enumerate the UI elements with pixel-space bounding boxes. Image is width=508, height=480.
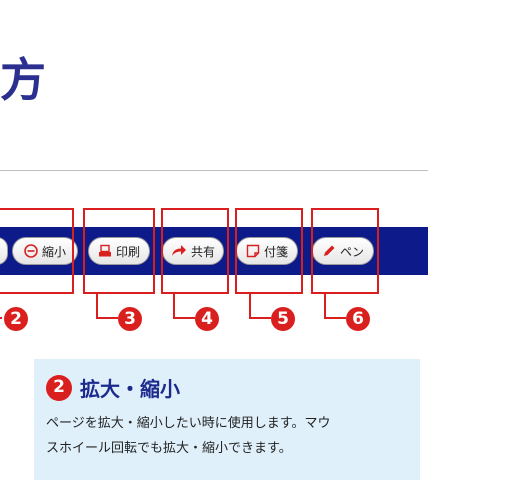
callout-number-6: 6 bbox=[346, 307, 370, 331]
callout-number-4: 4 bbox=[195, 307, 219, 331]
callout-line-5 bbox=[249, 294, 271, 319]
share-arrow-icon bbox=[171, 244, 187, 258]
pen-label: ペン bbox=[339, 244, 364, 259]
callout-line-3 bbox=[96, 294, 118, 319]
panel-number: 2 bbox=[46, 374, 72, 401]
minus-circle-icon bbox=[24, 244, 38, 258]
zoom-out-button[interactable]: 縮小 bbox=[12, 237, 78, 265]
sticky-note-icon bbox=[246, 244, 260, 258]
sticky-note-label: 付箋 bbox=[263, 244, 288, 259]
panel-title-text: 拡大・縮小 bbox=[80, 377, 180, 401]
panel-title: 2 拡大・縮小 bbox=[46, 373, 180, 402]
panel-body-line-2: スホイール回転でも拡大・縮小できます。 bbox=[46, 441, 292, 456]
print-label: 印刷 bbox=[115, 244, 140, 259]
zoom-out-label: 縮小 bbox=[41, 244, 66, 259]
highlight-box-4 bbox=[161, 208, 229, 294]
share-button[interactable]: 共有 bbox=[162, 237, 224, 265]
printer-icon bbox=[98, 244, 112, 258]
callout-number-3: 3 bbox=[118, 307, 142, 331]
highlight-box-5 bbox=[235, 208, 303, 294]
highlight-box-3 bbox=[83, 208, 155, 294]
pen-icon bbox=[322, 244, 336, 258]
divider bbox=[0, 170, 428, 171]
sticky-note-button[interactable]: 付箋 bbox=[236, 237, 298, 265]
panel-body-line-1: ページを拡大・縮小したい時に使用します。マウ bbox=[46, 416, 331, 431]
share-label: 共有 bbox=[190, 244, 215, 259]
callout-line-4 bbox=[173, 294, 195, 319]
highlight-box-2 bbox=[0, 208, 74, 294]
callout-number-2: 2 bbox=[4, 307, 28, 331]
callout-line-6 bbox=[324, 294, 346, 319]
callout-number-5: 5 bbox=[271, 307, 295, 331]
explanation-panel: 2 拡大・縮小 ページを拡大・縮小したい時に使用します。マウ スホイール回転でも… bbox=[34, 359, 420, 480]
page-heading: 方 bbox=[0, 53, 46, 107]
panel-body: ページを拡大・縮小したい時に使用します。マウ スホイール回転でも拡大・縮小できま… bbox=[46, 411, 412, 461]
print-button[interactable]: 印刷 bbox=[88, 237, 150, 265]
callout-line-2 bbox=[0, 294, 2, 319]
highlight-box-6 bbox=[311, 208, 379, 294]
